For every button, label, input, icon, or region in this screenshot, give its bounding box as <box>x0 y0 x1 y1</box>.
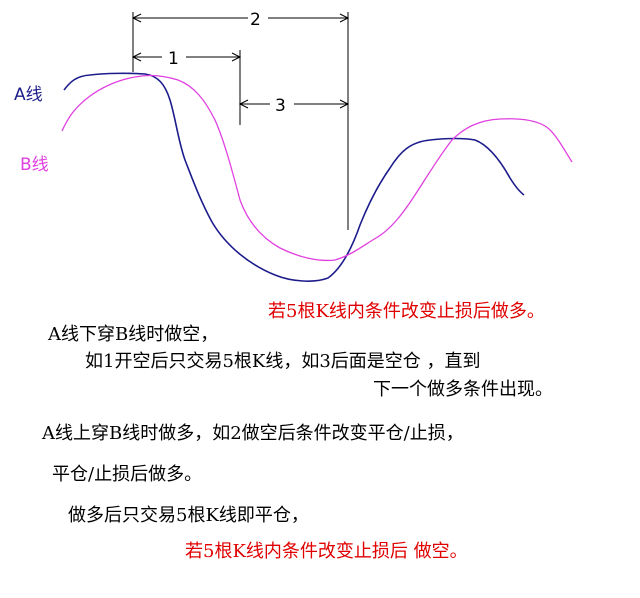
note-p1-line3: 下一个做多条件出现。 <box>373 379 553 400</box>
line-a-label: A线 <box>14 85 43 105</box>
note-p3-line1: 做多后只交易5根K线即平仓， <box>68 505 309 526</box>
line-a-curve <box>63 72 525 282</box>
note-p2-line1: A线上穿B线时做多，如2做空后条件改变平仓/止损， <box>42 423 464 444</box>
note-p1-line2: 如1开空后只交易5根K线，如3后面是空仓 ，直到 <box>85 351 481 372</box>
note-red-bottom: 若5根K线内条件改变止损后 做空。 <box>185 541 468 562</box>
line-b-curve <box>61 74 573 262</box>
dim-label-2: 2 <box>250 10 261 30</box>
note-red-top: 若5根K线内条件改变止损后做多。 <box>268 301 545 322</box>
note-p1-line1: A线下穿B线时做空， <box>48 324 219 345</box>
note-p2-line2: 平仓/止损后做多。 <box>52 464 203 485</box>
dim-label-3: 3 <box>275 96 286 116</box>
dimension-lines <box>131 12 350 230</box>
dim-label-1: 1 <box>168 49 179 69</box>
line-b-label: B线 <box>20 155 49 175</box>
